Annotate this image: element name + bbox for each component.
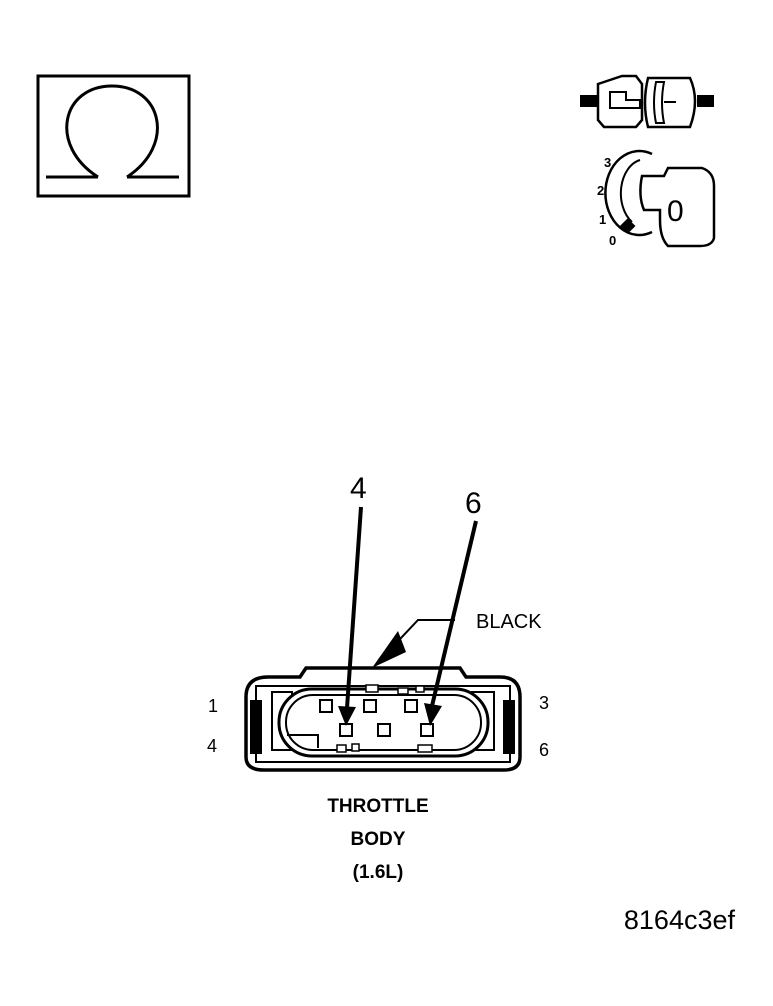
ignition-key-label: 0 bbox=[667, 195, 684, 228]
throttle-body-connector bbox=[244, 666, 522, 772]
connector-color-label: BLACK bbox=[476, 611, 542, 633]
black-color-leader bbox=[372, 619, 455, 668]
ignition-position-0: 0 bbox=[609, 233, 616, 248]
pin-6-callout: 6 bbox=[465, 487, 482, 520]
terminal-3 bbox=[404, 699, 418, 713]
caption-line-3: (1.6L) bbox=[353, 862, 404, 883]
caption-line-2: BODY bbox=[351, 829, 406, 850]
disconnected-connector-icon bbox=[580, 74, 714, 129]
ignition-position-3: 3 bbox=[604, 155, 611, 170]
terminal-6 bbox=[420, 723, 434, 737]
terminal-5 bbox=[377, 723, 391, 737]
left-pin-label-4: 4 bbox=[207, 736, 217, 756]
left-pin-label-1: 1 bbox=[208, 696, 218, 716]
ignition-position-1: 1 bbox=[599, 212, 606, 227]
pin-4-callout: 4 bbox=[350, 472, 367, 505]
ohmmeter-icon bbox=[36, 74, 191, 198]
terminal-2 bbox=[363, 699, 377, 713]
pin-4-arrow bbox=[338, 506, 363, 726]
figure-id: 8164c3ef bbox=[624, 905, 736, 935]
right-pin-label-6: 6 bbox=[539, 740, 549, 760]
pin-6-arrow bbox=[424, 520, 478, 726]
caption-line-1: THROTTLE bbox=[327, 796, 428, 817]
ignition-position-2: 2 bbox=[597, 183, 604, 198]
right-pin-label-3: 3 bbox=[539, 693, 549, 713]
ignition-switch-icon: 0 3 2 1 0 bbox=[597, 149, 716, 248]
terminal-1 bbox=[319, 699, 333, 713]
